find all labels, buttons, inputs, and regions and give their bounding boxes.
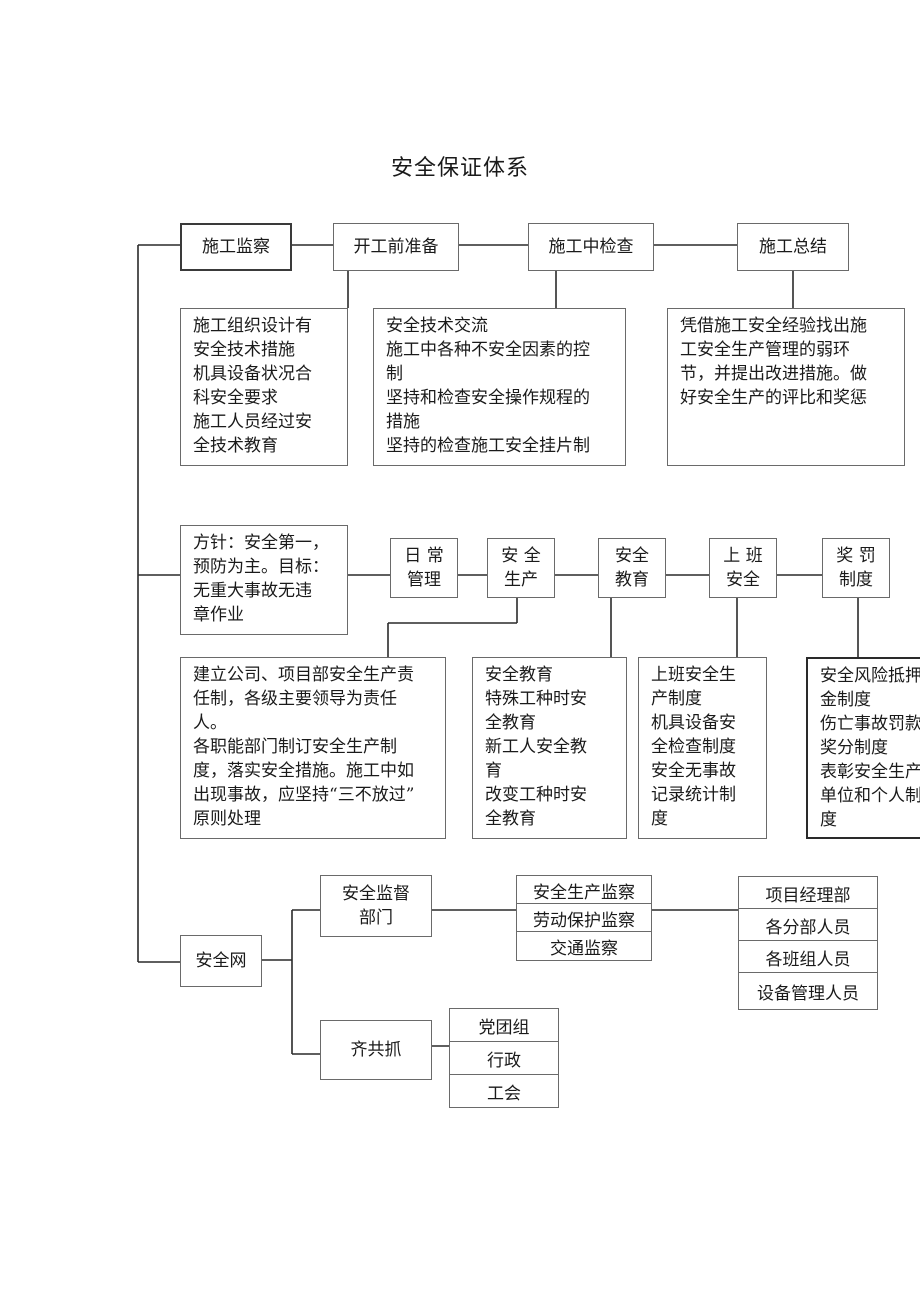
shift-detail-box: 上班安全生 产制度 机具设备安 全检查制度 安全无事故 记录统计制 度	[638, 657, 767, 839]
pre-construction-prep-label: 开工前准备	[353, 237, 439, 257]
construction-supervision-label: 施工监察	[202, 237, 270, 257]
staff-item: 设备管理人员	[738, 972, 878, 1010]
check-detail-box: 安全技术交流 施工中各种不安全因素的控 制 坚持和检查安全操作规程的 措施 坚持…	[373, 308, 626, 466]
dept-item: 交通监察	[516, 931, 652, 961]
education-detail-box: 安全教育 特殊工种时安 全教育 新工人安全教 育 改变工种时安 全教育	[472, 657, 627, 839]
joint-item: 行政	[449, 1041, 559, 1076]
joint-item: 工会	[449, 1074, 559, 1108]
safety-supervision-dept-box: 安全监督 部门	[320, 875, 432, 937]
staff-item: 项目经理部	[738, 876, 878, 910]
safety-education-box: 安全 教育	[598, 538, 666, 598]
construction-summary-label: 施工总结	[759, 237, 827, 257]
staff-item: 各分部人员	[738, 908, 878, 942]
safe-production-box: 安 全 生产	[487, 538, 555, 598]
in-construction-check-label: 施工中检查	[548, 237, 634, 257]
shift-safety-box: 上 班 安全	[709, 538, 777, 598]
daily-management-box: 日 常 管理	[390, 538, 458, 598]
production-responsibility-box: 建立公司、项目部安全生产责 任制，各级主要领导为责任 人。 各职能部门制订安全生…	[180, 657, 446, 839]
reward-detail-box: 安全风险抵押 金制度 伤亡事故罚款 奖分制度 表彰安全生产 单位和个人制 度	[806, 657, 920, 839]
construction-summary-box: 施工总结	[737, 223, 849, 271]
joint-effort-label: 齐共抓	[350, 1040, 402, 1060]
page-title: 安全保证体系	[390, 156, 529, 181]
summary-detail-box: 凭借施工安全经验找出施 工安全生产管理的弱环 节，并提出改进措施。做 好安全生产…	[667, 308, 905, 466]
safety-network-box: 安全网	[180, 935, 262, 987]
joint-item: 党团组	[449, 1008, 559, 1043]
pre-construction-prep-box: 开工前准备	[333, 223, 459, 271]
staff-item: 各班组人员	[738, 940, 878, 974]
dept-item: 劳动保护监察	[516, 903, 652, 933]
dept-item: 安全生产监察	[516, 875, 652, 905]
reward-punish-box: 奖 罚 制度	[822, 538, 890, 598]
policy-box: 方针：安全第一， 预防为主。目标： 无重大事故无违 章作业	[180, 525, 348, 635]
prep-detail-box: 施工组织设计有 安全技术措施 机具设备状况合 科安全要求 施工人员经过安 全技术…	[180, 308, 348, 466]
safety-network-label: 安全网	[195, 951, 247, 971]
construction-supervision-box: 施工监察	[180, 223, 292, 271]
joint-effort-box: 齐共抓	[320, 1020, 432, 1080]
in-construction-check-box: 施工中检查	[528, 223, 654, 271]
